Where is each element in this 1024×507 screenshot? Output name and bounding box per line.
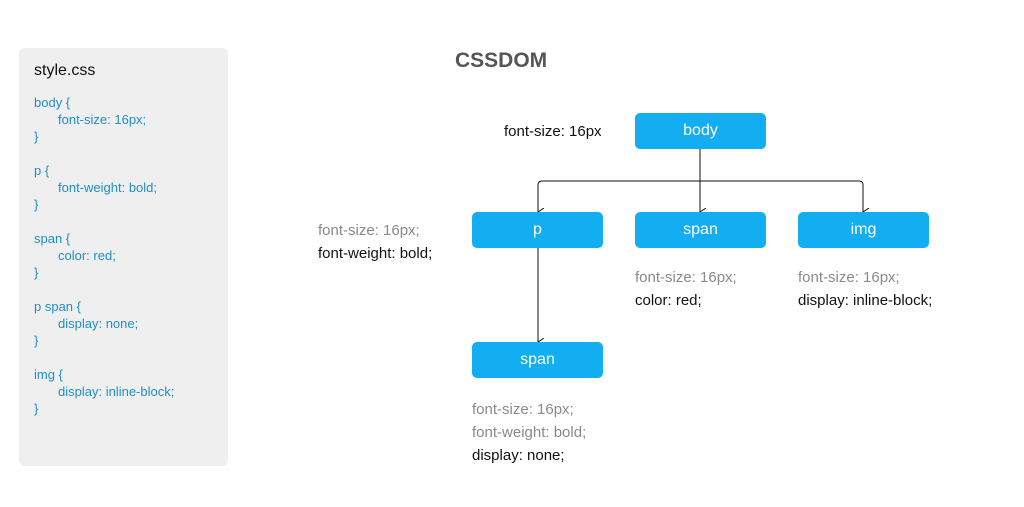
annotation-own: display: none; (472, 447, 565, 464)
edge-body-p (538, 180, 700, 212)
annotation-inherited: font-size: 16px; (472, 401, 574, 418)
rule-close: } (34, 401, 39, 416)
rule-close: } (34, 129, 39, 144)
rule-close: } (34, 333, 39, 348)
annotation-inherited: font-size: 16px; (635, 269, 737, 286)
edge-body-img (700, 180, 863, 212)
css-rule-span: span { color: red; } (34, 230, 213, 281)
annotation-own: font-size: 16px (504, 123, 602, 140)
annotation-body: font-size: 16px (504, 120, 602, 143)
node-span: span (635, 212, 766, 248)
css-rule-p-span: p span { display: none; } (34, 298, 213, 349)
rule-declaration: color: red; (58, 248, 116, 263)
annotation-own: font-weight: bold; (318, 245, 433, 262)
rule-declaration: display: inline-block; (58, 384, 175, 399)
node-p: p (472, 212, 603, 248)
css-rule-p: p { font-weight: bold; } (34, 162, 213, 213)
annotation-span: font-size: 16px; color: red; (635, 266, 737, 312)
stylesheet-filename: style.css (34, 62, 96, 79)
rule-declaration: font-size: 16px; (58, 112, 147, 127)
annotation-img: font-size: 16px; display: inline-block; (798, 266, 932, 312)
rule-selector: body { (34, 95, 71, 110)
rule-close: } (34, 197, 39, 212)
annotation-p: font-size: 16px; font-weight: bold; (318, 219, 432, 265)
rule-selector: img { (34, 367, 63, 382)
annotation-own: color: red; (635, 292, 702, 309)
diagram-title: CSSDOM (455, 49, 548, 72)
rule-selector: p span { (34, 299, 81, 314)
css-rule-body: body { font-size: 16px; } (34, 94, 213, 145)
rule-declaration: font-weight: bold; (58, 180, 158, 195)
annotation-p-span: font-size: 16px; font-weight: bold; disp… (472, 398, 586, 467)
rule-close: } (34, 265, 39, 280)
annotation-inherited: font-size: 16px; (318, 222, 420, 239)
css-rule-img: img { display: inline-block; } (34, 366, 213, 417)
rule-selector: span { (34, 231, 71, 246)
rule-selector: p { (34, 163, 50, 178)
annotation-own: display: inline-block; (798, 292, 933, 309)
rule-declaration: display: none; (58, 316, 139, 331)
annotation-inherited: font-weight: bold; (472, 424, 587, 441)
node-body: body (635, 113, 766, 149)
node-img: img (798, 212, 929, 248)
node-p-span: span (472, 342, 603, 378)
stylesheet-panel: style.css body { font-size: 16px; } p { … (19, 48, 228, 466)
annotation-inherited: font-size: 16px; (798, 269, 900, 286)
